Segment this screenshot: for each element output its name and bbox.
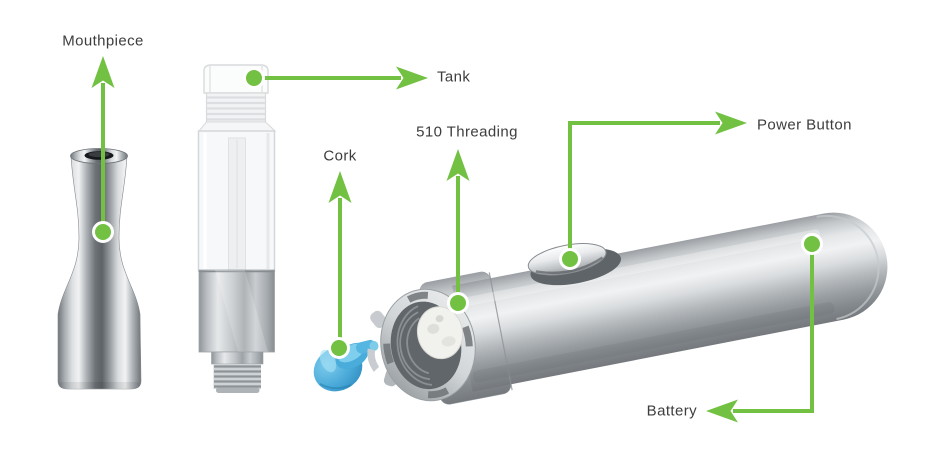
threading-label: 510 Threading	[416, 123, 518, 141]
threading-callout	[446, 149, 470, 314]
tank-arrowhead	[396, 66, 428, 90]
cork-callout	[328, 171, 352, 359]
tank-metal-base	[198, 269, 275, 353]
power-button-callout	[559, 111, 747, 270]
mouthpiece-arrowhead	[91, 56, 115, 88]
tank-dot	[243, 67, 265, 89]
power-button-label: Power Button	[757, 116, 852, 134]
cork-label: Cork	[323, 147, 357, 165]
tank-callout	[243, 66, 428, 90]
mouthpiece-label: Mouthpiece	[62, 32, 144, 50]
cork-dot	[328, 337, 350, 359]
mouthpiece-dot	[92, 221, 114, 243]
battery-label: Battery	[646, 402, 697, 420]
threading-dot	[447, 292, 469, 314]
battery-arrowhead	[706, 399, 738, 423]
battery-image	[419, 212, 888, 405]
battery-body	[452, 212, 888, 392]
mouthpiece-callout	[91, 56, 115, 243]
threading-arrowhead	[446, 149, 470, 181]
cork-arrowhead	[328, 171, 352, 203]
power-button-arrowhead	[715, 111, 747, 135]
battery-callout	[706, 233, 823, 423]
battery-510-connector	[367, 288, 476, 402]
tank-image	[197, 64, 277, 393]
power-button-dot	[559, 248, 581, 270]
mouthpiece-image	[57, 148, 142, 390]
battery-dot	[801, 233, 823, 255]
tank-label: Tank	[437, 68, 471, 86]
